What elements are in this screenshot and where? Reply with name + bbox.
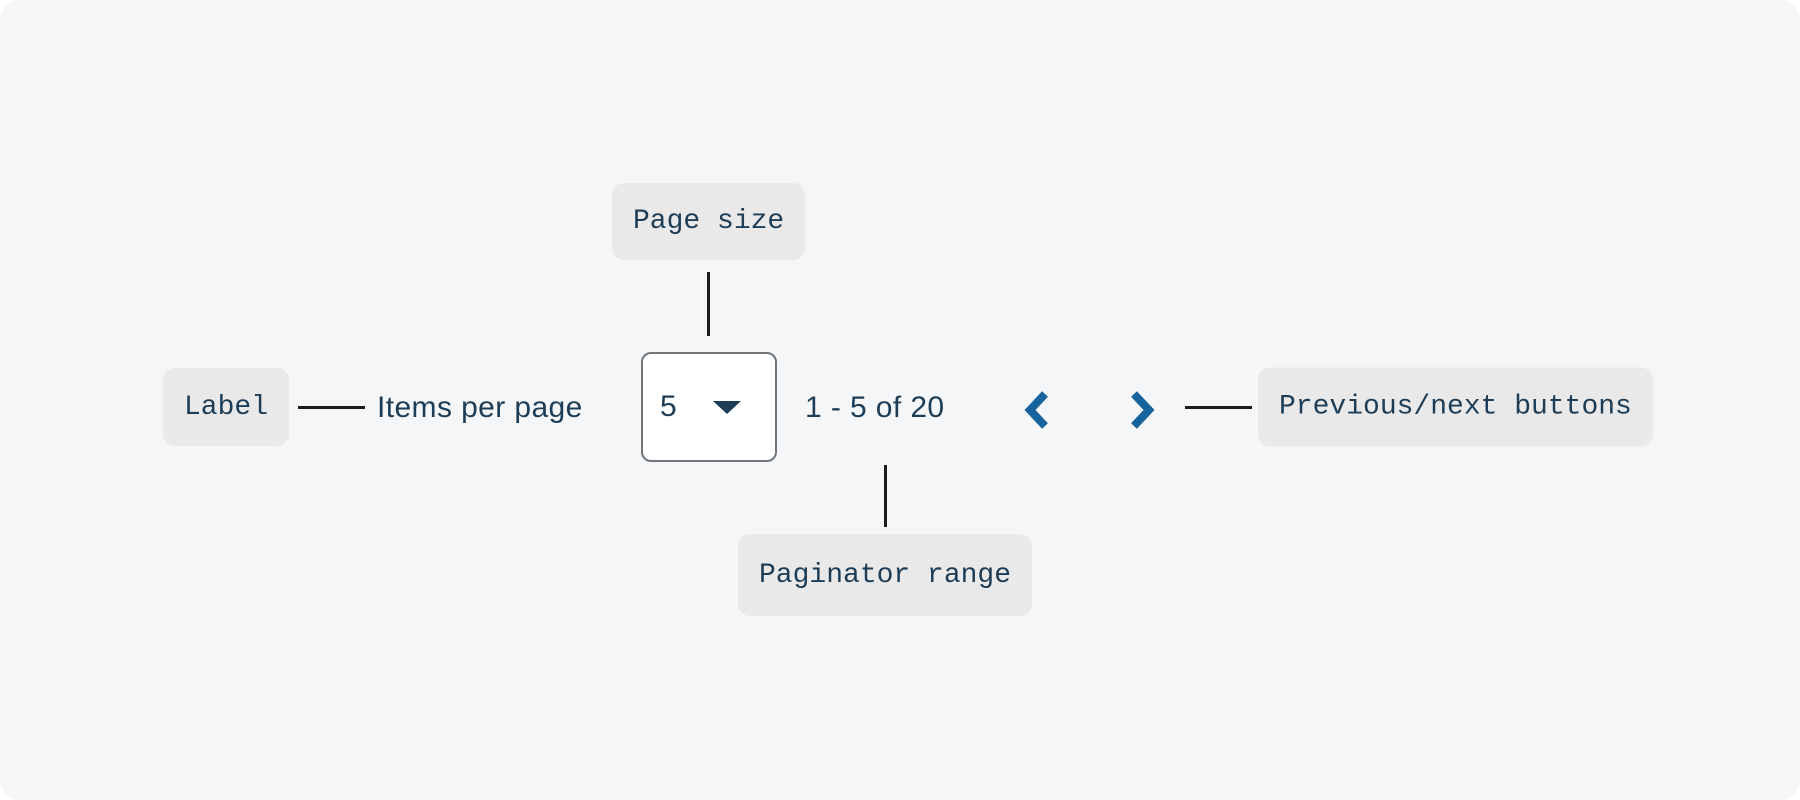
- items-per-page-label: Items per page: [377, 391, 583, 424]
- page-size-value: 5: [660, 390, 677, 423]
- callout-paginator-range: Paginator range: [738, 534, 1033, 616]
- connector-label: [298, 406, 365, 409]
- callout-label-text: Label: [184, 391, 269, 423]
- callout-label: Label: [163, 368, 290, 446]
- page-size-select[interactable]: 5: [641, 352, 777, 462]
- connector-range: [884, 465, 887, 527]
- paginator-range-label: 1 - 5 of 20: [805, 391, 945, 424]
- connector-page-size: [707, 272, 710, 336]
- next-page-button[interactable]: [1117, 386, 1165, 434]
- callout-paginator-range-label: Paginator range: [759, 559, 1012, 591]
- callout-prev-next-label: Previous/next buttons: [1279, 391, 1632, 423]
- callout-page-size-label: Page size: [633, 206, 785, 237]
- previous-page-button[interactable]: [1014, 386, 1062, 434]
- connector-prev-next: [1185, 406, 1252, 409]
- callout-page-size: Page size: [612, 183, 806, 260]
- callout-prev-next: Previous/next buttons: [1258, 367, 1653, 447]
- caret-down-icon: [712, 400, 741, 414]
- chevron-left-icon: [1016, 388, 1060, 432]
- chevron-right-icon: [1119, 388, 1163, 432]
